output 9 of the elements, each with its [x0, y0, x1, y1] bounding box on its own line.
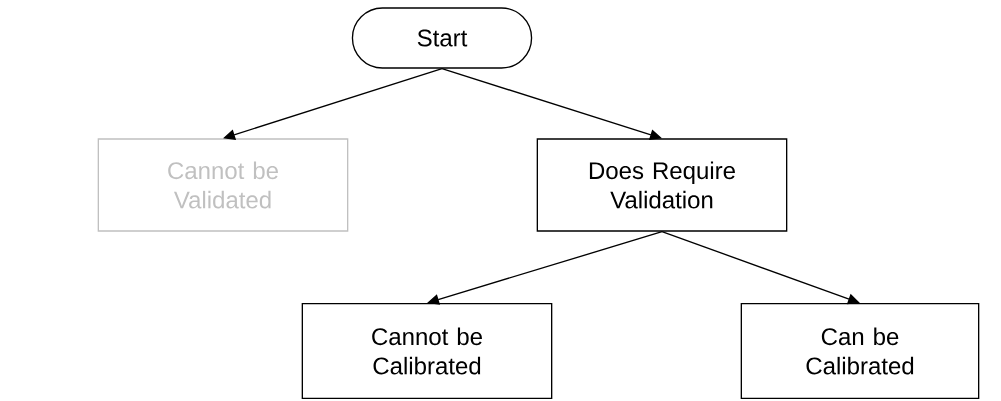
arrow: [661, 231, 860, 305]
arrow: [223, 68, 443, 140]
process-box: Cannot be Validated: [97, 138, 349, 232]
arrow: [441, 68, 662, 140]
process-box: Cannot be Calibrated: [301, 303, 553, 399]
process-box: Can be Calibrated: [740, 303, 980, 399]
arrow: [427, 231, 663, 305]
process-box: Does Require Validation: [536, 138, 788, 232]
terminal-box: Start: [351, 7, 533, 69]
